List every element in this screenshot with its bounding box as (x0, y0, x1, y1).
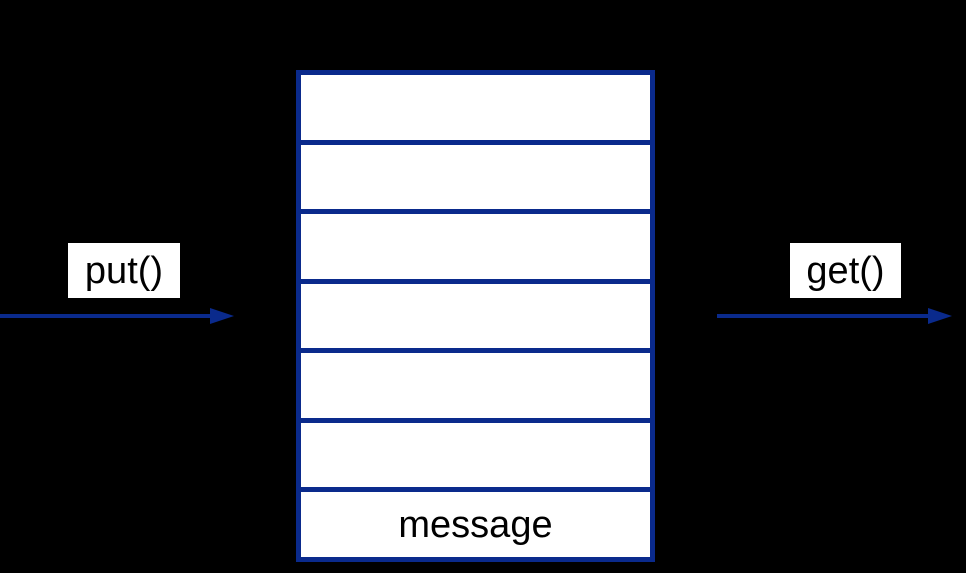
message-queue: message (296, 70, 655, 562)
queue-cell (301, 214, 650, 279)
queue-cell (301, 75, 650, 140)
put-arrow (0, 304, 236, 328)
get-arrow (716, 304, 956, 328)
queue-cell-label: message (398, 503, 553, 546)
get-label: get() (790, 243, 901, 298)
queue-cell (301, 422, 650, 488)
queue-cell (301, 144, 650, 210)
queue-cell-message: message (301, 492, 650, 558)
put-label: put() (68, 243, 180, 298)
queue-cell (301, 283, 650, 349)
queue-cell (301, 353, 650, 418)
